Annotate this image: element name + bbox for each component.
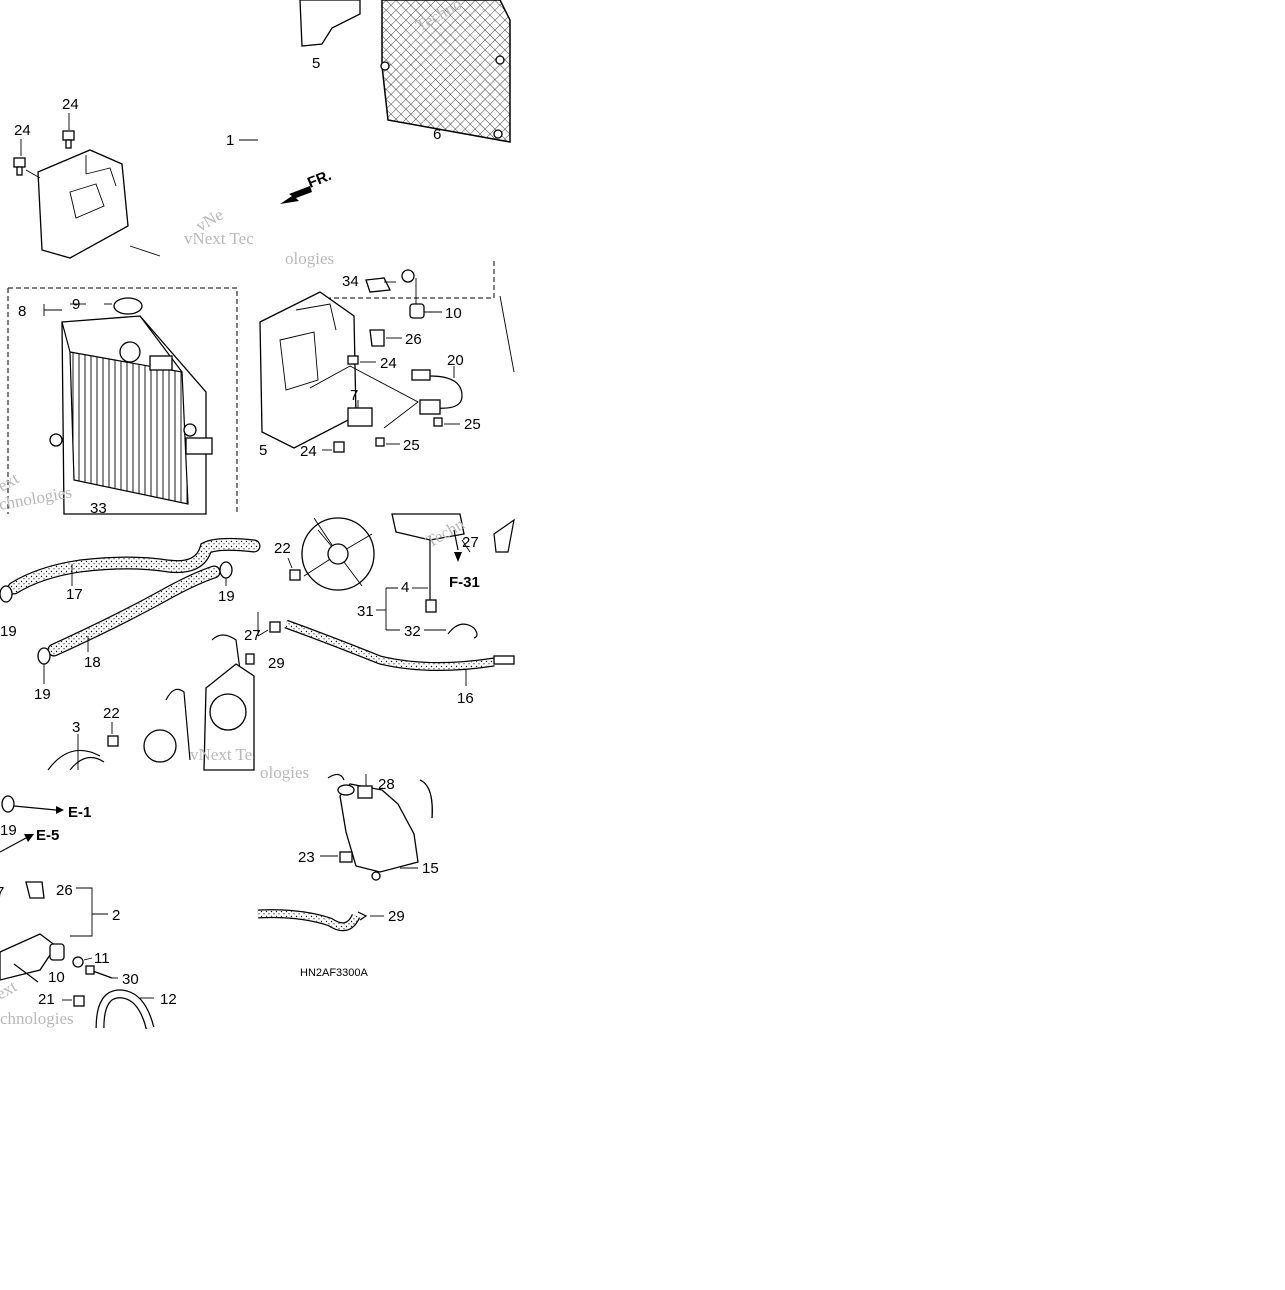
callout-17: 17	[66, 586, 83, 603]
callout-3: 3	[72, 719, 80, 736]
callout-21: 21	[38, 991, 55, 1008]
callout-34: 34	[342, 273, 359, 290]
reference-e1: E-1	[68, 804, 91, 821]
radiator-part	[49, 315, 213, 515]
callout-19-lower: 19	[0, 822, 17, 839]
callout-16: 16	[457, 690, 474, 707]
callout-22: 22	[274, 540, 291, 557]
fan-part	[143, 729, 177, 763]
grommet-part	[409, 303, 425, 319]
watermark-text-4: vNext Te	[190, 745, 252, 764]
callout-6: 6	[433, 126, 441, 143]
callout-2: 2	[112, 907, 120, 924]
callout-4: 4	[401, 579, 409, 596]
callout-11: 11	[94, 950, 110, 967]
panel-middle: 9 8 33 34	[0, 258, 515, 517]
drain-bolt-part	[365, 277, 392, 293]
watermark-text-2: ologies	[285, 249, 334, 268]
callout-24-low: 24	[300, 443, 317, 460]
clamp-32-part	[447, 623, 478, 639]
callout-24: 24	[62, 96, 79, 113]
bolt-24-part	[62, 130, 75, 149]
front-arrow-icon	[280, 186, 312, 204]
radiator-grille-part	[380, 0, 511, 143]
callout-5: 5	[312, 55, 320, 72]
reserve-tank-part	[337, 779, 433, 881]
callout-19-third: 19	[34, 686, 51, 703]
callout-8: 8	[18, 303, 26, 320]
callout-18: 18	[84, 654, 101, 671]
shroud-bracket-part	[299, 0, 361, 47]
panel-top: FR. 5 6 24 24 1 vNext Tec vNe Techno olo…	[13, 0, 511, 268]
callout-27: 27	[244, 627, 261, 644]
watermark-text-7: chnologies	[0, 1009, 74, 1028]
front-direction-label: FR.	[305, 167, 334, 192]
watermark-text: vNext Tec	[184, 229, 254, 248]
callout-19-second: 19	[218, 588, 235, 605]
callout-28: 28	[378, 776, 395, 793]
shroud-plate-part	[37, 149, 129, 259]
callout-5-mid: 5	[259, 442, 267, 459]
drawing-code: HN2AF3300A	[300, 967, 369, 979]
callout-10-lower: 10	[48, 969, 65, 986]
relay-part	[347, 407, 373, 427]
callout-25-second: 25	[403, 437, 420, 454]
callout-7-lower: 7	[0, 884, 4, 901]
callout-31: 31	[357, 603, 374, 620]
callout-20: 20	[447, 352, 464, 369]
panel-bottom: E-1 E-5	[0, 773, 439, 1030]
callout-23: 23	[298, 849, 315, 866]
bolt-23-part	[339, 851, 353, 863]
callout-12: 12	[160, 991, 177, 1008]
callout-32: 32	[404, 623, 421, 640]
radiator-cap-part	[113, 297, 143, 315]
fan-motor-bracket-part	[211, 634, 245, 771]
reference-f31: F-31	[449, 574, 480, 591]
callout-9: 9	[72, 296, 80, 313]
panel-lower-middle: F-31 17 19 19 18 19 27 29 22 3 22 27 4 3…	[0, 513, 515, 782]
watermark-text-9: ext	[0, 976, 20, 1003]
callout-29-lower: 29	[388, 908, 405, 925]
callout-7: 7	[350, 387, 358, 404]
fan-shroud-part	[259, 291, 357, 449]
watermark-text-8: ologies	[260, 763, 309, 782]
callout-22-second: 22	[103, 705, 120, 722]
callout-10: 10	[445, 305, 462, 322]
nut-22-part	[107, 735, 119, 747]
callout-26: 26	[405, 331, 422, 348]
reference-e5: E-5	[36, 827, 59, 844]
callout-27-second: 27	[462, 534, 479, 551]
callout-26-lower: 26	[56, 882, 73, 899]
hose-clamp-part	[0, 585, 13, 603]
callout-25: 25	[464, 416, 481, 433]
callout-15: 15	[422, 860, 439, 877]
callout-30: 30	[122, 971, 139, 988]
bolt-24-part-2	[13, 157, 26, 176]
callout-24-second: 24	[14, 122, 31, 139]
callout-1: 1	[226, 132, 234, 149]
clip-26-lower-part	[25, 881, 45, 899]
clip-26-part	[369, 329, 385, 347]
callout-29: 29	[268, 655, 285, 672]
thermo-switch-wire-part	[429, 375, 463, 409]
callout-33: 33	[90, 500, 107, 517]
callout-24-mid: 24	[380, 355, 397, 372]
callout-19: 19	[0, 623, 17, 640]
